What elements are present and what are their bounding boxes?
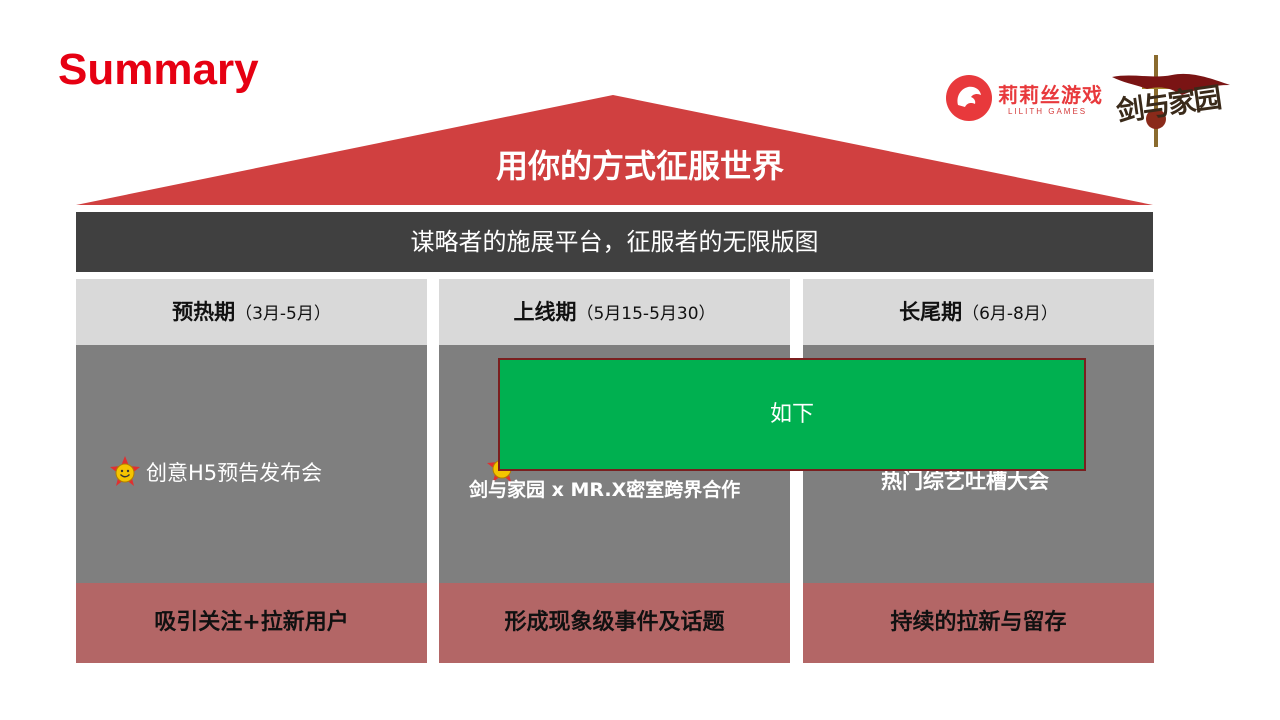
smiley-star-icon — [110, 456, 140, 486]
platform-banner: 谋略者的施展平台，征服者的无限版图 — [76, 212, 1153, 272]
roof-triangle — [76, 95, 1153, 205]
phase-column-longtail: 长尾期（6月-8月） 热门综艺吐槽大会 持续的拉新与留存 — [803, 279, 1154, 663]
phase-header: 长尾期（6月-8月） — [803, 279, 1154, 345]
phase-activity: 剑与家园 x MR.X密室跨界合作 — [469, 479, 741, 501]
phase-body: 创意H5预告发布会 — [76, 345, 427, 583]
logo-group: 莉莉丝游戏 LILITH GAMES 剑与家园 — [940, 55, 1240, 155]
phase-period: （5月15-5月30） — [576, 304, 716, 324]
phase-name: 预热期 — [172, 300, 236, 324]
phase-header: 预热期（3月-5月） — [76, 279, 427, 345]
phase-activity: 创意H5预告发布会 — [146, 461, 323, 485]
sword-emblem-icon — [1112, 55, 1230, 147]
phase-column-launch: 上线期（5月15-5月30） 剑与家园 x MR.X密室跨界合作 形成现象级事件… — [439, 279, 790, 663]
phase-goal: 吸引关注+拉新用户 — [76, 583, 427, 663]
phase-column-warmup: 预热期（3月-5月） 创意H5预告发布会 吸引关注+拉新用户 — [76, 279, 427, 663]
roof-slogan: 用你的方式征服世界 — [495, 147, 784, 185]
phase-name: 长尾期 — [899, 300, 963, 324]
overlay-box: 如下 — [498, 358, 1086, 471]
phase-goal: 形成现象级事件及话题 — [439, 583, 790, 663]
phase-period: （6月-8月） — [962, 304, 1058, 324]
publisher-name: 莉莉丝游戏 — [998, 83, 1103, 107]
slide-title: Summary — [58, 45, 259, 94]
phase-goal: 持续的拉新与留存 — [803, 583, 1154, 663]
phase-period: （3月-5月） — [235, 304, 331, 324]
phase-name: 上线期 — [513, 300, 577, 324]
phase-activity: 热门综艺吐槽大会 — [881, 469, 1049, 493]
publisher-subtitle: LILITH GAMES — [1008, 107, 1088, 116]
phase-header: 上线期（5月15-5月30） — [439, 279, 790, 345]
lilith-logo-icon — [946, 75, 992, 121]
